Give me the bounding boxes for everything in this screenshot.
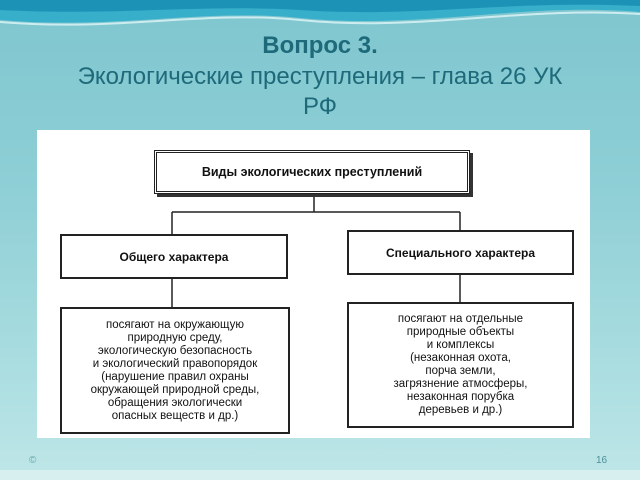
special-category-node: Специального характера [347,230,574,275]
special-description-node: посягают на отдельные природные объекты … [347,302,574,428]
footer-copyright-mark: © [29,455,37,466]
title-line-3: РФ [303,93,337,120]
diagram-panel: Виды экологических преступлений Общего х… [37,130,590,438]
diagram-connectors [171,194,461,307]
decorative-wave [0,0,640,26]
general-description-node: посягают на окружающую природную среду, … [60,307,290,434]
footer-strip [0,470,640,480]
general-category-node: Общего характера [60,234,288,279]
root-node: Виды экологических преступлений [154,150,470,194]
title-line-2: Экологические преступления – глава 26 УК [77,63,563,90]
page-number: 16 [596,455,608,466]
title-line-1: Вопрос 3. [262,32,378,59]
slide-title: Вопрос 3. Экологические преступления – г… [20,30,620,122]
